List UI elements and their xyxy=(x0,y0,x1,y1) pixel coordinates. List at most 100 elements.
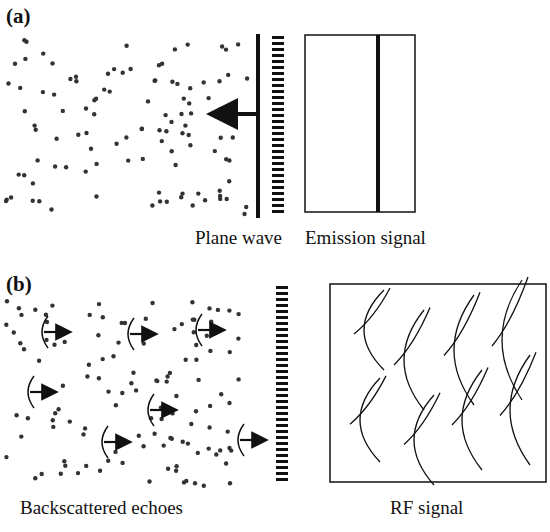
transducer-element xyxy=(272,120,284,123)
rf-hyperbola xyxy=(414,395,434,485)
scatterer-dot xyxy=(180,322,184,326)
echo-arrow xyxy=(104,441,124,443)
scatterer-dot xyxy=(196,191,200,195)
scatterer-dot xyxy=(172,327,176,331)
scatterer-dot xyxy=(124,135,128,139)
transducer-element xyxy=(276,322,288,325)
scatterer-dot xyxy=(4,323,8,327)
scatterer-dot xyxy=(23,109,27,113)
scatterer-dot xyxy=(128,67,132,71)
scatterer-dot xyxy=(9,195,13,199)
scatterer-dot xyxy=(228,481,232,485)
scatterer-dot xyxy=(18,86,22,90)
transducer-element xyxy=(276,460,288,463)
scatterer-dot xyxy=(218,448,222,452)
scatterer-dot xyxy=(31,181,35,185)
scatterer-dot xyxy=(209,320,213,324)
scatterer-dot xyxy=(186,42,190,46)
backscattered-echoes xyxy=(28,314,260,458)
scatterer-dot xyxy=(165,200,169,204)
scatterer-dot xyxy=(244,205,248,209)
rf-hyperbola xyxy=(350,376,386,424)
transducer-element xyxy=(276,466,288,469)
scatterer-dot xyxy=(50,303,54,307)
scatterer-dot xyxy=(224,157,228,161)
transducer-element xyxy=(272,36,284,39)
scatterer-dot xyxy=(102,87,106,91)
rf-hyperbola xyxy=(354,288,390,334)
scatterer-dot xyxy=(165,379,169,383)
scatterer-dot xyxy=(97,376,101,380)
scatterer-dot xyxy=(207,425,211,429)
scatterer-dot xyxy=(207,306,211,310)
rf-hyperbola xyxy=(492,277,528,346)
scatterer-dot xyxy=(97,302,101,306)
scatterer-dot xyxy=(214,452,218,456)
scatterer-dot xyxy=(168,436,172,440)
caption-label: RF signal xyxy=(390,498,463,517)
scatterer-dot xyxy=(174,464,178,468)
transducer-element xyxy=(272,54,284,57)
scatterer-dot xyxy=(116,340,120,344)
transducer-element xyxy=(276,292,288,295)
scatterer-dot xyxy=(68,419,72,423)
echo-arrow xyxy=(130,333,150,335)
scatterer-dot xyxy=(22,173,26,177)
scatterer-dot xyxy=(180,131,184,135)
transducer-element xyxy=(272,60,284,63)
scatterer-dot xyxy=(84,131,88,135)
scatterer-dot xyxy=(13,62,17,66)
transducer-element xyxy=(276,328,288,331)
scatterer-dot xyxy=(53,164,57,168)
scatterer-dot xyxy=(152,79,156,83)
scatterer-dot xyxy=(208,349,212,353)
scatterer-dot xyxy=(53,411,57,415)
scatterer-dot xyxy=(157,190,161,194)
scatterer-dot xyxy=(64,165,68,169)
scatterer-dot xyxy=(202,80,206,84)
transducer-array xyxy=(272,36,284,213)
scatterer-dot xyxy=(181,440,185,444)
scatterer-dot xyxy=(41,51,45,55)
scatterer-dot xyxy=(141,444,145,448)
scatterer-dot xyxy=(83,426,87,430)
caption-label: Emission signal xyxy=(305,228,426,247)
scatterer-dot xyxy=(194,409,198,413)
transducer-element xyxy=(272,90,284,93)
scatterer-dot xyxy=(120,461,124,465)
scatterer-dot xyxy=(131,371,135,375)
transducer-element xyxy=(272,174,284,177)
scatterer-dot xyxy=(155,379,159,383)
scatterer-dot xyxy=(174,469,178,473)
scatterer-dot xyxy=(126,158,130,162)
echo-arrow xyxy=(150,409,170,411)
scatterer-dot xyxy=(196,378,200,382)
scatterer-dot xyxy=(147,479,151,483)
scatterer-dot xyxy=(217,79,221,83)
scatterer-dot xyxy=(81,432,85,436)
transducer-element xyxy=(276,376,288,379)
scatterer-dot xyxy=(141,157,145,161)
emission-box xyxy=(305,35,415,212)
transducer-element xyxy=(272,72,284,75)
scatterer-dot xyxy=(24,40,28,44)
echo-arrow xyxy=(30,391,50,393)
rf-hyperbola xyxy=(404,393,440,445)
transducer-element xyxy=(272,78,284,81)
scatterer-dot xyxy=(150,203,154,207)
scatterer-dot xyxy=(220,44,224,48)
transducer-element xyxy=(276,436,288,439)
transducer-element xyxy=(272,108,284,111)
transducer-element xyxy=(276,370,288,373)
scatterer-dot xyxy=(188,143,192,147)
transducer-element xyxy=(276,304,288,307)
scatterer-dot xyxy=(137,434,141,438)
scatterer-dot xyxy=(182,96,186,100)
scatterer-dot xyxy=(227,308,231,312)
propagation-arrow xyxy=(222,112,256,116)
scatterer-dot xyxy=(134,388,138,392)
transducer-element xyxy=(276,424,288,427)
transducer-array xyxy=(276,286,288,481)
scatterer-dot xyxy=(44,338,48,342)
